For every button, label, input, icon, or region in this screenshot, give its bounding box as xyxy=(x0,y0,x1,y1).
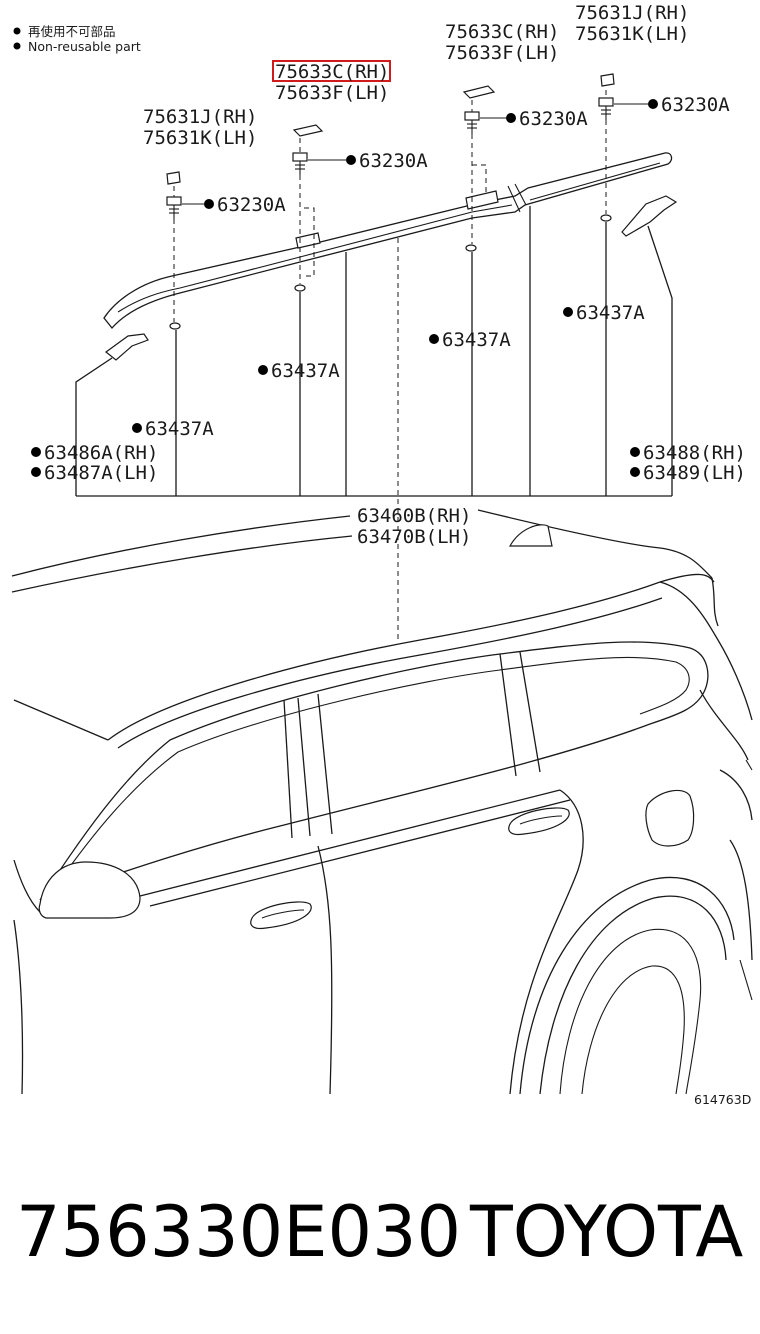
legend-dot-icon xyxy=(13,27,21,35)
alignment-lines xyxy=(173,90,607,640)
label-75631J-rh-left[interactable]: 75631J(RH) xyxy=(143,106,257,128)
label-75631K-lh-right[interactable]: 75631K(LH) xyxy=(575,23,689,45)
screw-left-icon xyxy=(166,196,182,219)
part-number: 756330E030 xyxy=(16,1191,461,1273)
roof-rail-joint xyxy=(507,183,527,213)
gasket-left-icon xyxy=(169,322,181,330)
fastener-parts xyxy=(166,73,615,330)
label-63488-rh[interactable]: 63488(RH) xyxy=(643,442,746,464)
roof-rail-inner-edge xyxy=(117,204,513,313)
label-63230A-center[interactable]: 63230A xyxy=(519,108,588,130)
label-63489-lh[interactable]: 63489(LH) xyxy=(643,462,746,484)
clip-top-right xyxy=(600,73,615,87)
screw-top-right-icon xyxy=(598,97,614,120)
label-63470B-lh[interactable]: 63470B(LH) xyxy=(357,526,471,548)
cover-center-top xyxy=(462,85,496,99)
front-door-handle-icon xyxy=(250,901,312,930)
label-63437A-right[interactable]: 63437A xyxy=(576,302,645,324)
label-75633C-rh-top[interactable]: 75633C(RH) xyxy=(445,21,559,43)
label-75633C-rh-highlight[interactable]: 75633C(RH) xyxy=(275,61,389,83)
end-cover-rear xyxy=(621,195,678,237)
brand-name: TOYOTA xyxy=(469,1191,743,1273)
figure-number: 614763D xyxy=(694,1092,751,1107)
cover-mid xyxy=(292,124,324,137)
label-63437A-center[interactable]: 63437A xyxy=(442,329,511,351)
fuel-door-icon xyxy=(645,789,695,847)
screw-mid-icon xyxy=(292,152,308,175)
label-75631J-rh-right[interactable]: 75631J(RH) xyxy=(575,2,689,24)
vehicle-body xyxy=(11,509,753,1095)
antenna-icon xyxy=(508,524,553,547)
label-75633F-lh-mid[interactable]: 75633F(LH) xyxy=(275,82,389,104)
label-63487A-lh[interactable]: 63487A(LH) xyxy=(44,462,158,484)
roof-rail-rear-edge xyxy=(529,162,661,201)
label-63437A-mid[interactable]: 63437A xyxy=(271,360,340,382)
end-cover-front xyxy=(105,333,149,361)
clip-left xyxy=(166,171,181,185)
label-75633F-lh-top[interactable]: 75633F(LH) xyxy=(445,42,559,64)
label-63460B-rh[interactable]: 63460B(RH) xyxy=(357,505,471,527)
legend-dot-icon xyxy=(13,42,21,50)
rear-door-handle-icon xyxy=(508,807,570,836)
gasket-mid-icon xyxy=(294,284,306,292)
highlight-box xyxy=(272,60,391,82)
roof-rail-body xyxy=(103,152,673,330)
leader-lines xyxy=(75,103,673,497)
callout-dots xyxy=(31,99,658,477)
gasket-center-icon xyxy=(465,244,477,252)
label-63486A-rh[interactable]: 63486A(RH) xyxy=(44,442,158,464)
label-63230A-left[interactable]: 63230A xyxy=(217,194,286,216)
label-75631K-lh-left[interactable]: 75631K(LH) xyxy=(143,127,257,149)
screw-center-icon xyxy=(464,111,480,134)
label-63230A-mid[interactable]: 63230A xyxy=(359,150,428,172)
rail-bracket-center xyxy=(465,190,499,210)
label-63437A-left[interactable]: 63437A xyxy=(145,418,214,440)
part-labels: 75631J(RH) 75631K(LH) 75633C(RH) 75633F(… xyxy=(44,2,746,548)
gasket-right-icon xyxy=(600,214,612,222)
legend: 再使用不可部品 Non-reusable part xyxy=(13,24,141,54)
roof-rail-assembly xyxy=(103,152,678,361)
side-mirror-icon xyxy=(38,861,141,919)
label-63230A-right[interactable]: 63230A xyxy=(661,94,730,116)
legend-en: Non-reusable part xyxy=(28,39,141,54)
legend-jp: 再使用不可部品 xyxy=(28,24,116,39)
